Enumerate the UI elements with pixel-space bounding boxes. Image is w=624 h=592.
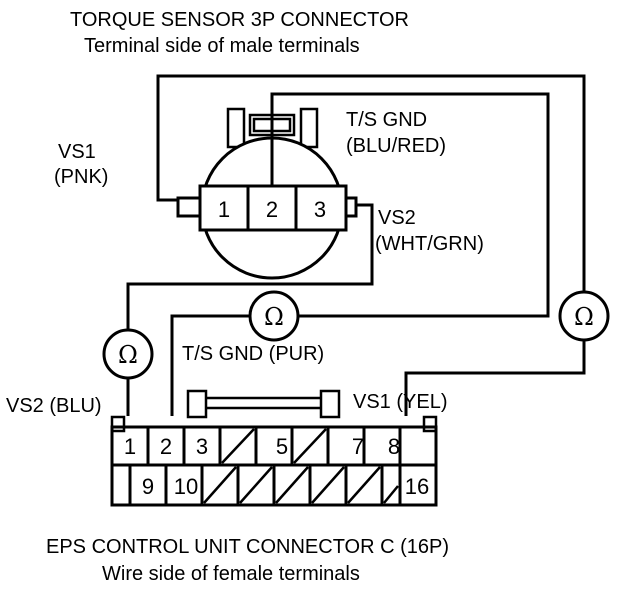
ts-gnd-color-label: (BLU/RED) <box>346 135 446 157</box>
ohmmeter-icon: Ω <box>574 303 594 331</box>
ecu-vs1-label: VS1 (YEL) <box>353 391 447 413</box>
diagram-subtitle: Terminal side of male terminals <box>84 35 360 57</box>
ecu-pin-7: 7 <box>352 434 364 459</box>
vs2-label: VS2 <box>378 207 416 229</box>
ohmmeter-ts-gnd: Ω <box>248 290 300 342</box>
ts-gnd-label: T/S GND <box>346 109 427 131</box>
sensor-pin-3: 3 <box>314 197 326 222</box>
ecu-pin-3: 3 <box>196 434 208 459</box>
vs1-color-label: (PNK) <box>54 166 108 188</box>
ecu-vs2-label: VS2 (BLU) <box>6 395 102 417</box>
vs1-label: VS1 <box>58 141 96 163</box>
ecu-pin-2: 2 <box>160 434 172 459</box>
ecu-pin-5: 5 <box>276 434 288 459</box>
ecu-connector: 1 2 3 5 7 8 9 10 16 <box>110 389 438 507</box>
torque-sensor-connector: 1 2 3 <box>176 107 358 280</box>
ecu-pin-8: 8 <box>388 434 400 459</box>
ecu-connector-subtitle: Wire side of female terminals <box>102 563 360 585</box>
sensor-pin-1: 1 <box>218 197 230 222</box>
vs2-color-label: (WHT/GRN) <box>375 233 484 255</box>
ohmmeter-vs1: Ω <box>558 290 610 342</box>
ohmmeter-vs2: Ω <box>102 328 154 380</box>
ecu-ts-gnd-label: T/S GND (PUR) <box>182 343 324 365</box>
sensor-pin-2: 2 <box>266 197 278 222</box>
ecu-pin-10: 10 <box>174 474 198 499</box>
diagram-title: TORQUE SENSOR 3P CONNECTOR <box>70 9 409 31</box>
wires <box>126 74 586 416</box>
ecu-pin-9: 9 <box>142 474 154 499</box>
ecu-pin-1: 1 <box>124 434 136 459</box>
ecu-connector-title: EPS CONTROL UNIT CONNECTOR C (16P) <box>46 536 449 558</box>
ohmmeter-icon: Ω <box>264 303 284 331</box>
ohmmeter-icon: Ω <box>118 341 138 369</box>
ecu-pin-16: 16 <box>405 474 429 499</box>
